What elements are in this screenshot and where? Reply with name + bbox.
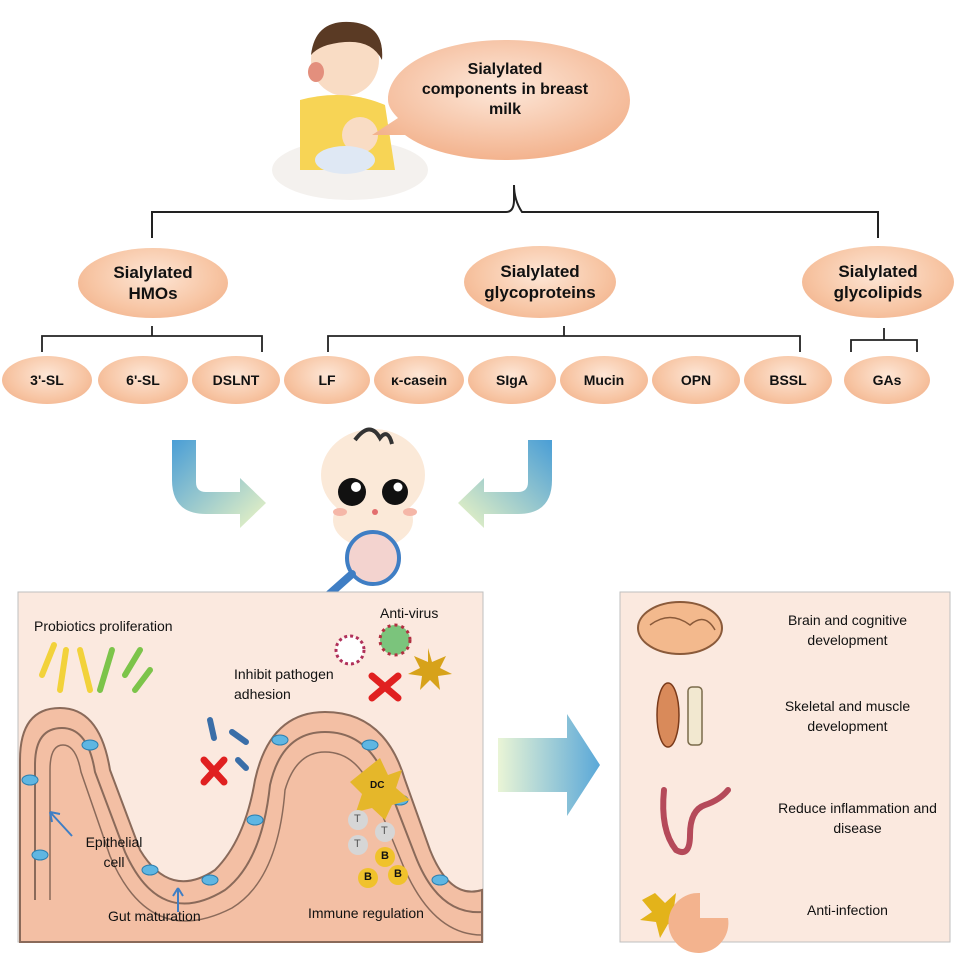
component-lf: LF	[284, 356, 370, 404]
big-arrow	[498, 714, 600, 816]
virus-icons	[334, 623, 452, 690]
inhibit-label: Inhibit pathogen adhesion	[234, 666, 334, 702]
component-mucin: Mucin	[560, 356, 648, 404]
mother-baby-illustration	[272, 21, 428, 200]
top-brace	[151, 184, 879, 238]
brain-icon	[637, 601, 723, 655]
benefit-brain: Brain and cognitive development	[787, 612, 908, 648]
b-cell-label: B	[381, 850, 389, 862]
category-glycoproteins: Sialylated glycoproteins	[464, 246, 616, 318]
component-siga: SIgA	[468, 356, 556, 404]
probiotics-icon	[39, 642, 153, 693]
sub-braces	[41, 326, 918, 352]
epithelial-label: Epithelial cell	[85, 834, 143, 870]
component-k-casein: κ-casein	[374, 356, 464, 404]
benefit-skeletal: Skeletal and muscle development	[784, 698, 911, 734]
bacteria-icons	[207, 717, 249, 771]
t-cell-label: T	[381, 825, 388, 837]
dc-label: DC	[370, 780, 385, 791]
baby-illustration	[312, 427, 425, 610]
component-dslnt: DSLNT	[192, 356, 280, 404]
b-cell-label: B	[364, 871, 372, 883]
component-gas: GAs	[844, 356, 930, 404]
t-cell-label: T	[354, 838, 361, 850]
red-cross-icons	[200, 672, 402, 786]
probiotics-label: Probiotics proliferation	[34, 618, 173, 634]
component-3sl: 3'-SL	[2, 356, 92, 404]
anti-infection-icon	[640, 892, 729, 953]
benefit-anti-infection: Anti-infection	[807, 902, 888, 918]
benefit-inflammation: Reduce inflammation and disease	[778, 800, 937, 836]
component-opn: OPN	[652, 356, 740, 404]
component-bssl: BSSL	[744, 356, 832, 404]
intestine-icon	[660, 787, 731, 856]
immune-regulation-label: Immune regulation	[308, 905, 424, 921]
right-curved-arrow	[458, 440, 552, 528]
muscle-bone-icon	[656, 682, 703, 748]
speech-bubble	[372, 40, 630, 160]
category-hmos: Sialylated HMOs	[78, 248, 228, 318]
anti-virus-label: Anti-virus	[380, 605, 439, 621]
category-glycolipids: Sialylated glycolipids	[802, 246, 954, 318]
t-cell-label: T	[354, 813, 361, 825]
b-cell-label: B	[394, 868, 402, 880]
left-curved-arrow	[172, 440, 266, 528]
pointer-arrows	[49, 811, 184, 912]
component-6sl: 6'-SL	[98, 356, 188, 404]
gut-maturation-label: Gut maturation	[108, 908, 201, 924]
speech-bubble-text: Sialylated components in breast milk	[421, 61, 589, 118]
immune-cells	[348, 758, 410, 888]
